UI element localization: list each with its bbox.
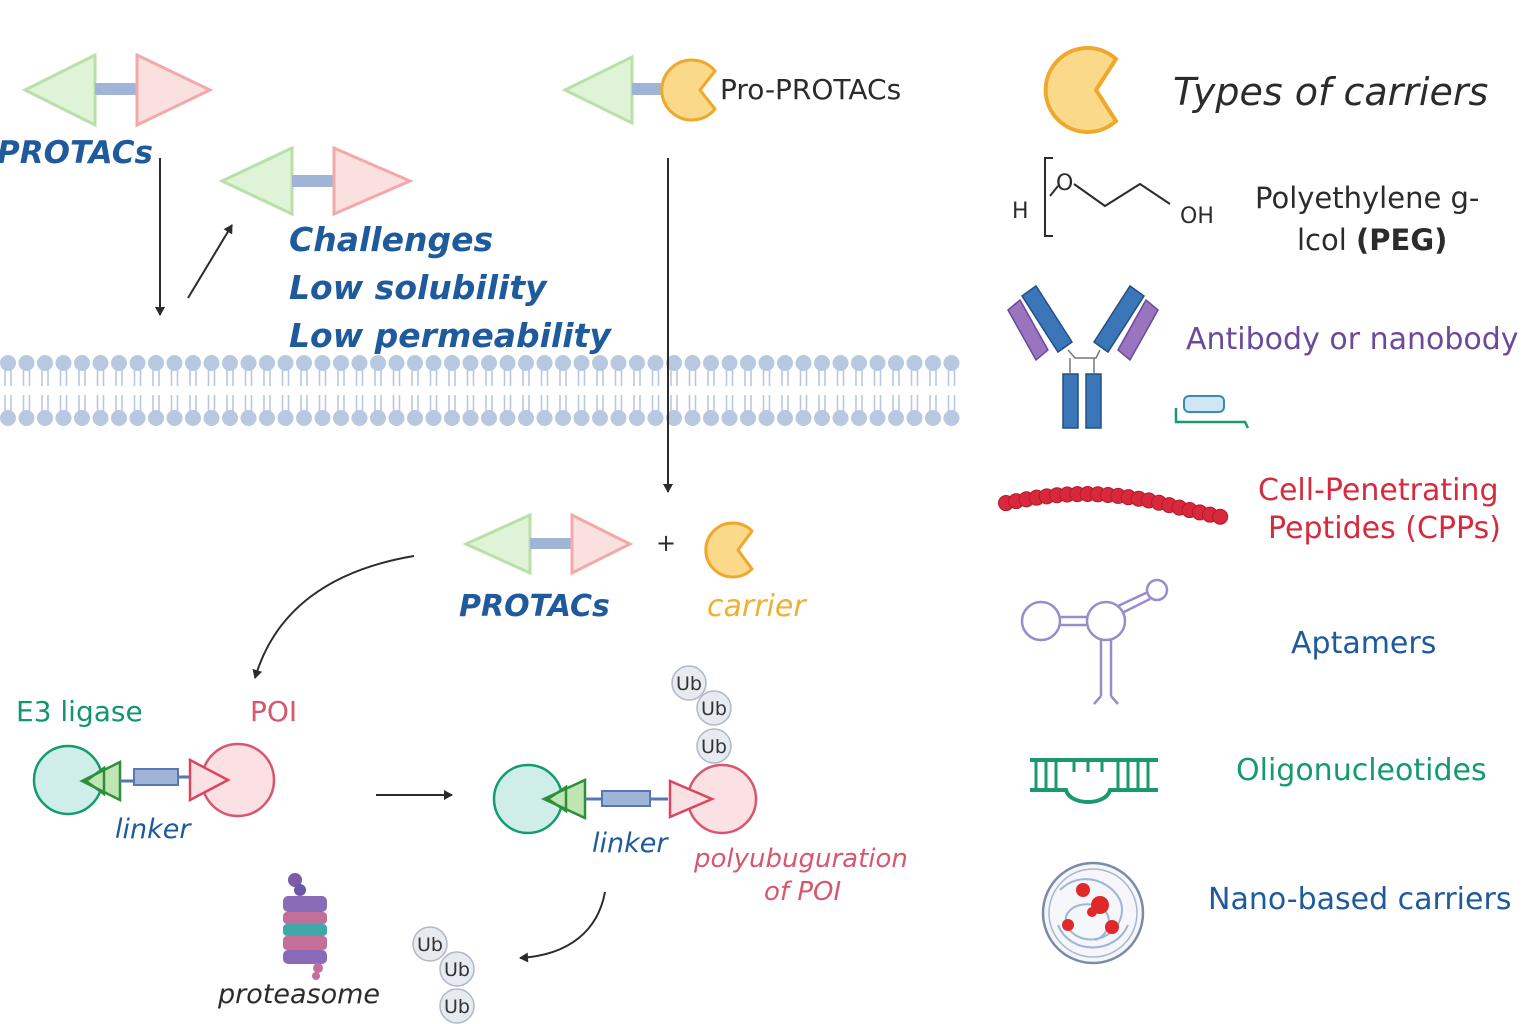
arrow-diag-up	[187, 224, 233, 299]
low-permeability-label: Low permeability	[289, 316, 611, 355]
peg-label-line1: Polyethylene g-	[1255, 181, 1480, 215]
aptamers-label: Aptamers	[1291, 626, 1437, 661]
linker-label-left: linker	[115, 814, 191, 845]
oligonucleotides-label: Oligonucleotides	[1236, 753, 1487, 788]
e3-ligase-label: E3 ligase	[16, 695, 143, 728]
ub-label: Ub	[444, 959, 470, 981]
pro-protacs-label: Pro-PROTACs	[720, 73, 902, 106]
aptamer-icon	[1020, 578, 1169, 705]
curved-arrow-to-ub	[519, 891, 606, 963]
carrier-shape-large	[1043, 46, 1119, 134]
ternary-complex-left	[32, 742, 276, 818]
ubiquitin-chain-bottom: Ub Ub Ub	[412, 926, 475, 1024]
cell-membrane	[0, 355, 960, 426]
peg-structure: H O OH	[1012, 157, 1214, 237]
antibody-icon	[1007, 284, 1159, 429]
low-solubility-label: Low solubility	[289, 268, 547, 307]
protac-molecule-top	[21, 52, 214, 128]
ub-label: Ub	[676, 673, 702, 695]
protac-molecule-challenges	[218, 145, 414, 217]
peg-h-label: H	[1012, 199, 1029, 224]
peg-label-line2: lcol (PEG)	[1297, 223, 1448, 257]
linker-label-right: linker	[592, 828, 668, 859]
curved-arrow-to-complex	[252, 555, 415, 679]
cpp-peptide-chain	[998, 486, 1229, 525]
proteasome-icon	[283, 873, 327, 980]
cpp-label-line1: Cell-Penetrating	[1258, 473, 1499, 508]
types-of-carriers-title: Types of carriers	[1173, 70, 1489, 114]
nano-carrier-icon	[1041, 861, 1145, 965]
peg-label-line2-b: (PEG)	[1356, 223, 1448, 257]
ub-label: Ub	[701, 698, 727, 720]
protacs-label-top: PROTACs	[0, 135, 153, 171]
released-protac	[462, 512, 634, 576]
nanobody-icon	[1174, 395, 1250, 429]
challenges-label: Challenges	[289, 220, 494, 259]
ubiquitin-chain-top: Ub Ub Ub	[671, 665, 732, 764]
carrier-shape-top	[660, 58, 717, 122]
pro-protac-molecule	[561, 54, 717, 126]
poi-label: POI	[250, 695, 298, 728]
cpp-label-line2: Peptides (CPPs)	[1268, 511, 1501, 546]
ub-label: Ub	[701, 736, 727, 758]
antibody-label: Antibody or nanobody	[1186, 322, 1519, 357]
protacs-label-mid: PROTACs	[459, 589, 610, 624]
plus-sign: +	[656, 529, 677, 557]
released-carrier	[704, 521, 754, 579]
nano-carriers-label: Nano-based carriers	[1208, 882, 1512, 917]
peg-o-label: O	[1056, 171, 1073, 196]
peg-oh-label: OH	[1180, 204, 1214, 229]
ub-label: Ub	[417, 934, 443, 956]
carrier-label: carrier	[707, 589, 806, 624]
ub-label: Ub	[444, 996, 470, 1018]
proteasome-label: proteasome	[218, 979, 380, 1010]
ternary-complex-right	[492, 763, 758, 835]
polyub-label-line1: polyubuguration	[694, 844, 908, 874]
oligonucleotide-icon	[1030, 758, 1158, 804]
polyub-label-line2: of POI	[764, 877, 842, 907]
peg-label-line2-a: lcol	[1297, 223, 1357, 257]
